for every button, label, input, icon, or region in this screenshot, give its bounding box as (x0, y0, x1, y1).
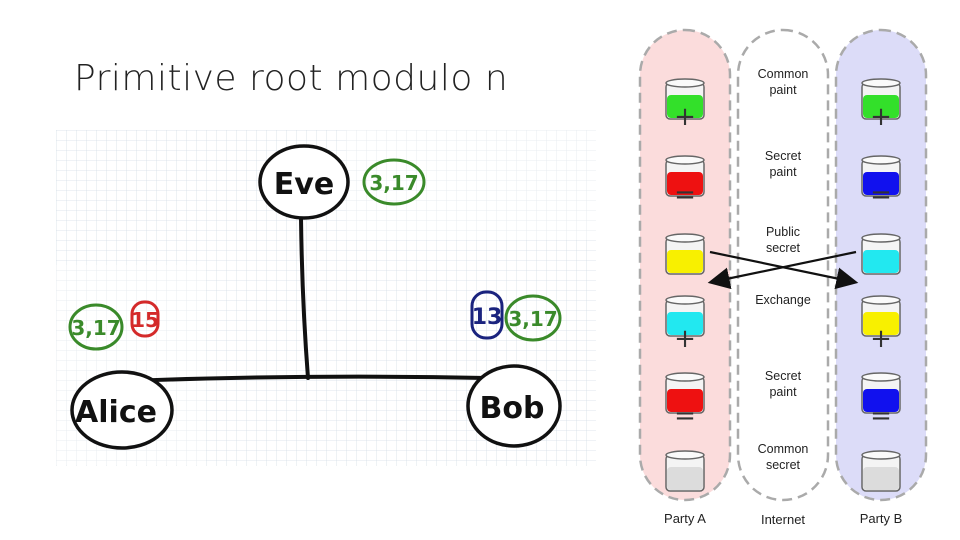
bob-public-values: 3,17 (508, 307, 557, 331)
row-label-6-line1: Common (758, 442, 809, 456)
row-label-2-line2: paint (769, 165, 797, 179)
paint-mixing-diagram: CommonpaintSecretpaintPublicsecretExchan… (630, 20, 940, 535)
party-a-equals-2: = (674, 401, 696, 431)
bob-secret: 13 (472, 305, 503, 330)
paint-beaker-b-3 (862, 234, 900, 274)
row-label-5-line1: Secret (765, 369, 802, 383)
party-b-equals-1: = (870, 180, 892, 210)
party-b-equals-2: = (870, 401, 892, 431)
internet-label: Internet (761, 512, 805, 527)
eve-label: Eve (274, 167, 334, 202)
row-label-5-line2: paint (769, 385, 797, 399)
party-a-label: Party A (664, 511, 706, 526)
row-label-2-line1: Secret (765, 149, 802, 163)
key-exchange-sketch: Eve 3,17 3,17 15 Alice 13 3,17 Bob (56, 130, 596, 466)
row-label-3-line2: secret (766, 241, 801, 255)
row-label-1-line1: Common (758, 67, 809, 81)
internet-column (738, 30, 828, 500)
party-b-label: Party B (860, 511, 903, 526)
row-label-6-line2: secret (766, 458, 801, 472)
bob-label: Bob (480, 391, 545, 426)
slide-title: Primitive root modulo n (74, 58, 508, 99)
party-a-plus-2: + (674, 324, 696, 354)
party-b-plus-1: + (870, 102, 892, 132)
row-label-1-line2: paint (769, 83, 797, 97)
paint-beaker-b-6 (862, 451, 900, 491)
party-a-equals-1: = (674, 180, 696, 210)
row-label-3-line1: Public (766, 225, 800, 239)
party-b-plus-2: + (870, 324, 892, 354)
alice-label: Alice (75, 395, 157, 430)
paint-beaker-a-6 (666, 451, 704, 491)
party-a-plus-1: + (674, 102, 696, 132)
eve-public-values: 3,17 (369, 171, 418, 195)
alice-public-values: 3,17 (71, 316, 120, 340)
row-label-4-line1: Exchange (755, 293, 811, 307)
alice-secret: 15 (131, 308, 159, 332)
paint-beaker-a-3 (666, 234, 704, 274)
